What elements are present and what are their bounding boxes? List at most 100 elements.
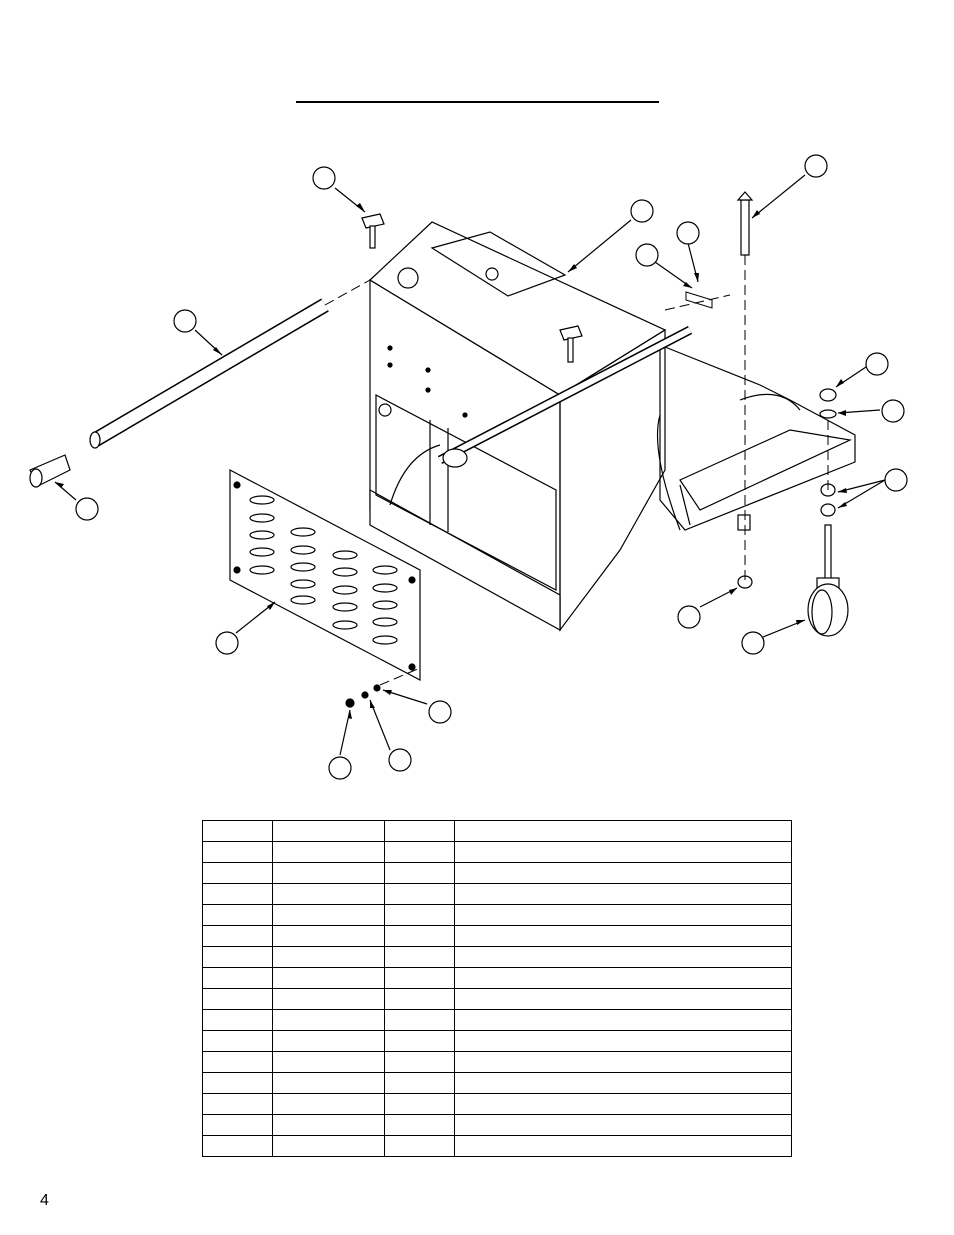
table-cell [202,1051,273,1073]
callout-bubble [215,631,239,655]
assembly-lines [324,255,829,686]
table-row [202,925,792,947]
table-cell [272,1135,385,1157]
star-knobs [361,213,583,363]
table-row [202,820,792,842]
table-cell [272,820,385,842]
exploded-parts-drawing [29,154,908,780]
callout-bubble [75,497,99,521]
table-cell [384,1072,455,1094]
tray-assembly [656,344,856,531]
table-cell [454,1009,792,1031]
page-number: 4 [40,1192,49,1209]
table-row [202,1135,792,1157]
table-cell [454,1072,792,1094]
table-cell [272,925,385,947]
table-cell [454,967,792,989]
callout-bubble [630,199,654,223]
callout-bubble [881,399,905,423]
table-cell [384,1030,455,1052]
bracket [685,291,713,309]
table-cell [454,820,792,842]
table-cell [454,925,792,947]
vent-panel [229,469,421,681]
table-cell [384,967,455,989]
table-cell [384,1009,455,1031]
table-cell [202,946,273,968]
table-cell [272,1009,385,1031]
table-cell [202,925,273,947]
table-cell [202,1093,273,1115]
table-cell [202,967,273,989]
table-cell [454,1093,792,1115]
handle-grip [29,454,71,488]
table-cell [384,883,455,905]
table-row [202,1093,792,1115]
table-cell [384,1135,455,1157]
table-row [202,883,792,905]
table-cell [384,1093,455,1115]
table-cell [272,1093,385,1115]
caster-wheel [807,524,849,637]
callout-bubbles [75,154,908,780]
callout-bubble [865,352,889,376]
callout-bubble [884,468,908,492]
table-cell [272,1051,385,1073]
table-cell [454,946,792,968]
table-cell [272,946,385,968]
table-cell [202,1009,273,1031]
leader-arrowheads [55,203,847,719]
table-cell [202,988,273,1010]
table-cell [272,1114,385,1136]
table-row [202,904,792,926]
parts-list-table [202,820,792,1157]
table-row [202,1030,792,1052]
callout-bubble [428,700,452,724]
table-row [202,1009,792,1031]
callout-bubble [173,309,197,333]
table-cell [272,1072,385,1094]
table-row [202,988,792,1010]
table-cell [454,1051,792,1073]
table-row [202,967,792,989]
table-row [202,946,792,968]
table-row [202,862,792,884]
callout-bubble [312,166,336,190]
hardware-nuts [345,388,837,708]
callout-bubble [328,756,352,780]
table-cell [202,1114,273,1136]
table-cell [384,988,455,1010]
table-cell [454,904,792,926]
table-cell [384,820,455,842]
side-rail [437,326,693,468]
callout-bubble [388,748,412,772]
handle-tube [89,298,329,449]
table-cell [202,1072,273,1094]
table-cell [202,820,273,842]
table-cell [272,1030,385,1052]
table-cell [384,925,455,947]
table-row [202,1051,792,1073]
table-cell [272,904,385,926]
table-cell [454,1114,792,1136]
table-cell [202,1135,273,1157]
callout-bubble [677,605,701,629]
table-cell [454,862,792,884]
callout-bubble [635,243,659,267]
table-cell [272,841,385,863]
table-cell [384,862,455,884]
table-cell [272,967,385,989]
table-cell [272,988,385,1010]
table-cell [454,883,792,905]
table-cell [384,1114,455,1136]
table-cell [202,1030,273,1052]
callout-bubble [741,631,765,655]
callout-bubble [676,221,700,245]
parts-table-body [202,820,792,1157]
table-cell [272,883,385,905]
table-cell [454,1030,792,1052]
table-cell [384,946,455,968]
table-cell [384,904,455,926]
table-cell [202,883,273,905]
table-cell [272,862,385,884]
